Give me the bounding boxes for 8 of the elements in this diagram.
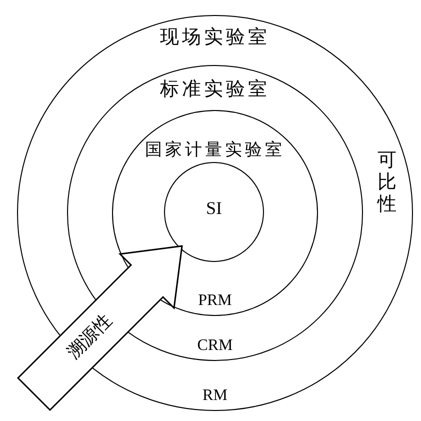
- ring-title: 现场实验室: [160, 28, 270, 49]
- ring-label: PRM: [198, 292, 232, 310]
- ring-label: RM: [202, 387, 228, 405]
- arrow-label: 溯源性: [64, 310, 116, 363]
- circle-label: SI: [206, 199, 222, 219]
- ring-label: CRM: [197, 337, 233, 355]
- ring-title: 标准实验室: [160, 80, 270, 101]
- ring-title: 国家计量实验室: [145, 141, 285, 160]
